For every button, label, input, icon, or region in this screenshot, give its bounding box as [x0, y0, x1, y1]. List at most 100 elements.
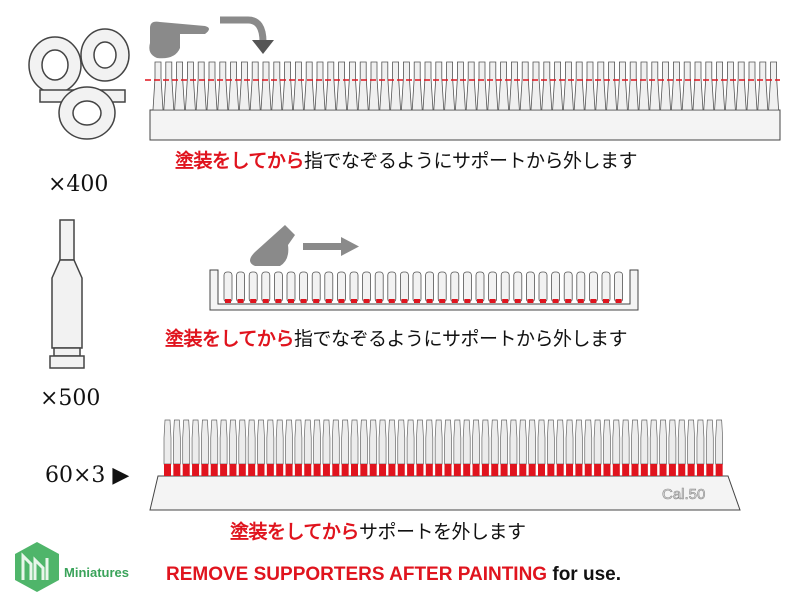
- cal50-round: [173, 419, 181, 465]
- ring-part: [390, 61, 402, 111]
- cut-mark: [444, 464, 452, 476]
- cut-mark: [715, 464, 723, 476]
- ring-part: [541, 61, 553, 111]
- support-strip-3: [149, 419, 741, 511]
- cut-mark: [425, 464, 433, 476]
- ring-part: [487, 61, 499, 111]
- cut-mark: [294, 464, 302, 476]
- cut-mark: [262, 299, 269, 303]
- cal50-round: [434, 419, 443, 465]
- ring-part: [768, 61, 780, 111]
- ring-part: [670, 61, 682, 111]
- cut-mark: [547, 464, 555, 476]
- cut-mark: [668, 464, 676, 476]
- cut-mark: [332, 464, 340, 476]
- cal50-round: [360, 419, 368, 465]
- cut-mark: [706, 464, 714, 476]
- cal50-round: [219, 419, 228, 465]
- footer-black: for use.: [552, 564, 621, 585]
- cut-mark: [363, 299, 370, 303]
- ring-parts-illustration: [28, 28, 130, 140]
- cal50-round: [715, 419, 723, 465]
- cal50-round: [696, 419, 705, 465]
- cut-mark: [659, 464, 667, 476]
- cut-mark: [491, 464, 499, 476]
- cut-mark: [275, 299, 282, 303]
- cut-mark: [351, 464, 358, 476]
- cut-mark: [313, 299, 320, 303]
- casing-part: [525, 271, 535, 303]
- ring-part: [595, 61, 607, 111]
- casing-part: [374, 271, 384, 303]
- cut-mark: [426, 299, 433, 303]
- cut-mark: [407, 464, 415, 476]
- cut-mark: [538, 464, 545, 476]
- ring-part: [746, 61, 758, 111]
- ring-part: [724, 61, 736, 111]
- cal50-round: [603, 419, 611, 465]
- cut-mark: [266, 464, 274, 476]
- cut-mark: [514, 299, 521, 303]
- casing-part: [311, 271, 321, 303]
- instruction-3: 塗装をしてからサポートを外します: [230, 517, 526, 544]
- ring-part: [174, 61, 186, 111]
- cut-mark: [463, 464, 471, 476]
- cut-mark: [388, 464, 396, 476]
- ring-part: [714, 61, 726, 111]
- cut-mark: [502, 299, 509, 303]
- cal50-round: [556, 419, 565, 465]
- cal50-round: [649, 419, 658, 465]
- cal50-round: [313, 419, 321, 465]
- cut-mark: [276, 464, 284, 476]
- cal50-round: [238, 419, 247, 465]
- ring-part: [616, 61, 628, 111]
- cut-mark: [489, 299, 496, 303]
- cut-mark: [288, 299, 294, 303]
- cal50-round: [275, 419, 284, 465]
- ring-part: [217, 61, 229, 111]
- ring-part: [476, 61, 488, 111]
- cal50-round: [182, 419, 191, 465]
- ring-part: [530, 61, 542, 111]
- cut-mark: [615, 299, 622, 303]
- cut-mark: [435, 464, 443, 476]
- cal50-round: [397, 419, 406, 465]
- cal50-round: [631, 419, 639, 465]
- ring-part: [757, 61, 769, 111]
- casing-part: [425, 271, 435, 303]
- cal50-round: [490, 419, 499, 465]
- hand-pointing-icon: [149, 21, 209, 59]
- cut-mark: [640, 464, 648, 476]
- right-arrow-icon: [303, 237, 359, 256]
- cut-mark: [210, 464, 218, 476]
- casing-part: [601, 271, 611, 303]
- cut-mark: [313, 464, 321, 476]
- casing-part: [588, 271, 598, 303]
- cal50-round: [575, 419, 583, 465]
- cut-mark: [464, 299, 471, 303]
- cal50-round: [294, 419, 303, 465]
- cut-mark: [376, 299, 383, 303]
- casing-part: [299, 271, 308, 303]
- cal50-round: [210, 419, 219, 465]
- cal50-round: [687, 419, 695, 465]
- support-frame: [209, 269, 639, 311]
- casing-part: [399, 271, 409, 303]
- cal50-round: [191, 419, 200, 465]
- ring-part: [627, 61, 639, 111]
- cal50-rounds-count: 60×3 ▶: [45, 463, 130, 488]
- ring-part: [444, 61, 456, 111]
- cut-mark: [237, 299, 244, 303]
- cal50-round: [462, 419, 471, 465]
- cut-mark: [338, 299, 345, 303]
- cut-mark: [577, 299, 584, 303]
- ring-part: [735, 61, 747, 111]
- cal50-round: [247, 419, 256, 465]
- ring-part: [260, 61, 272, 111]
- casing-part: [286, 271, 296, 303]
- casing-part: [462, 271, 472, 303]
- cal50-round: [163, 419, 172, 465]
- cal50-round: [444, 419, 452, 465]
- cal50-round: [425, 419, 434, 465]
- cut-mark: [250, 299, 257, 303]
